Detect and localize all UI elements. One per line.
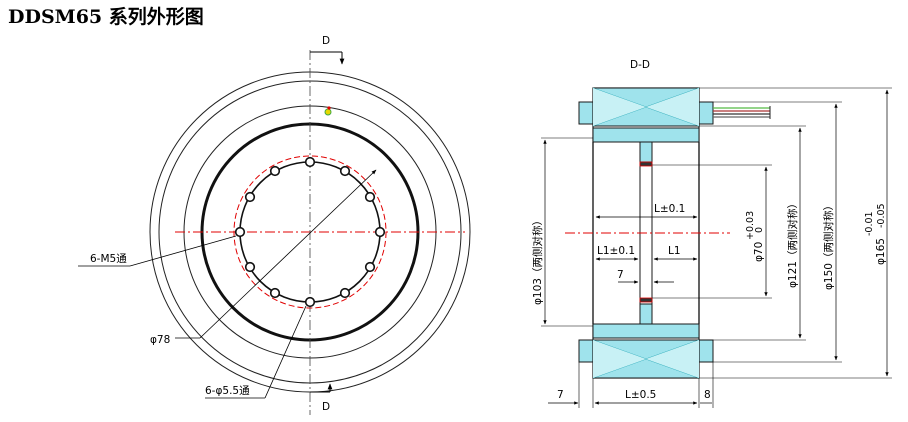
cable-icon bbox=[713, 106, 771, 119]
dim-d165-tol-upper: -0.01 bbox=[864, 211, 875, 236]
section-view: D-D bbox=[531, 59, 892, 408]
dim-d165-tol-lower: -0.05 bbox=[876, 203, 887, 228]
left-flange-top bbox=[578, 101, 594, 125]
front-view: D D φ78 6-M5通 bbox=[78, 35, 471, 415]
rotor-rib-top bbox=[639, 141, 653, 163]
dim-d103: φ103（两侧对称） bbox=[531, 215, 544, 305]
through-hole-leader bbox=[264, 305, 307, 399]
dim-d70-tol-lower: 0 bbox=[754, 227, 765, 233]
bolt-holes bbox=[234, 156, 386, 308]
indicator-dot-icon bbox=[327, 106, 331, 110]
dim-d150: φ150（两侧对称） bbox=[822, 200, 835, 290]
dim-7-bottom: 7 bbox=[557, 389, 564, 401]
dim-d121: φ121（两侧对称） bbox=[786, 198, 799, 288]
left-flange-bottom bbox=[578, 339, 594, 363]
pcd-dim-line bbox=[199, 169, 377, 339]
right-flange-bottom bbox=[698, 339, 714, 363]
section-mark-bottom: D bbox=[322, 401, 330, 413]
through-hole-label: 6-φ5.5通 bbox=[205, 385, 250, 397]
tapped-hole-leader bbox=[129, 235, 237, 267]
pcd-label: φ78 bbox=[150, 334, 170, 346]
dim-7-inner: 7 bbox=[617, 269, 624, 281]
rotor-top-band bbox=[592, 127, 700, 143]
dim-8: 8 bbox=[704, 389, 711, 401]
dim-d70: φ70 bbox=[753, 242, 765, 262]
dim-L-tol05: L±0.5 bbox=[625, 389, 656, 401]
dim-L1-tol01: L1±0.1 bbox=[597, 245, 635, 257]
dim-L-tol01: L±0.1 bbox=[654, 203, 685, 215]
section-title: D-D bbox=[630, 59, 650, 71]
rotor-rib-bottom bbox=[639, 303, 653, 325]
indicator-icon bbox=[324, 108, 332, 116]
dim-L1: L1 bbox=[668, 245, 681, 257]
page-title: DDSM65 系列外形图 bbox=[8, 6, 204, 28]
right-flange-top bbox=[698, 101, 714, 125]
dim-d70-tol-upper: +0.03 bbox=[745, 211, 756, 240]
rotor-bottom-band bbox=[592, 323, 700, 339]
dim-d165: φ165 bbox=[875, 238, 887, 265]
section-mark-top: D bbox=[322, 35, 330, 47]
tapped-hole-label: 6-M5通 bbox=[90, 253, 127, 265]
